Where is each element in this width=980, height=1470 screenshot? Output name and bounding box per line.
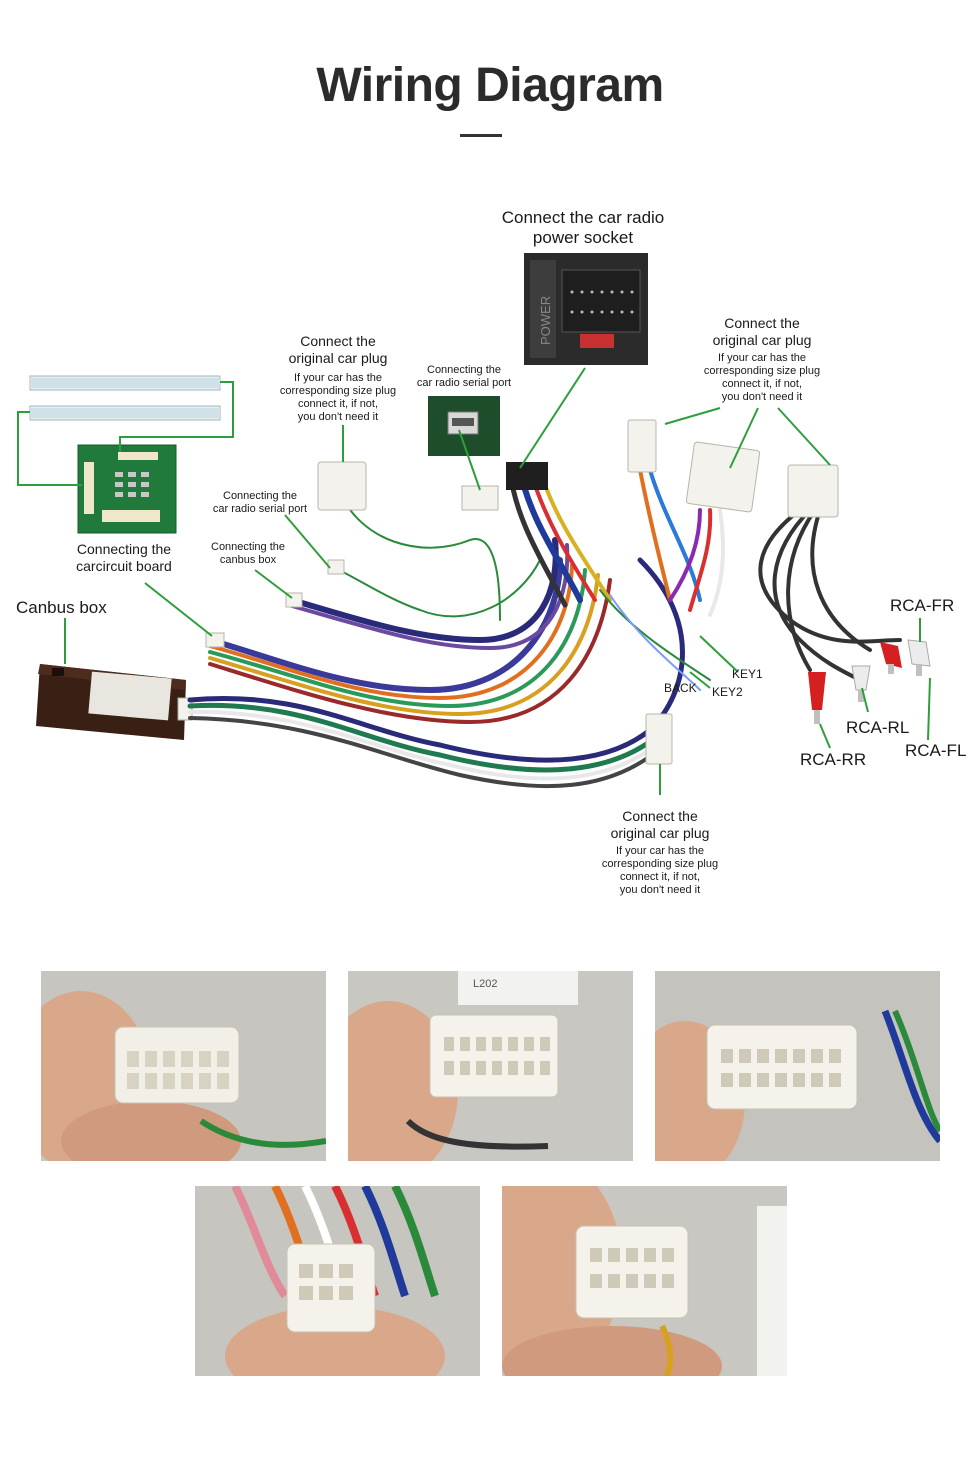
label-back: BACK — [664, 681, 697, 695]
note-original-plug-bottom: If your car has the corresponding size p… — [601, 845, 719, 896]
power-socket-icon: POWER — [524, 253, 648, 365]
label-original-plug-right: Connect the original car plug — [712, 315, 812, 348]
label-carcircuit-board: Connecting the carcircuit board — [76, 541, 172, 574]
power-plug-icon — [506, 462, 548, 490]
white-connector-icon — [205, 419, 839, 765]
label-serial-port-top: Connecting the car radio serial port — [416, 364, 512, 389]
canbus-box-icon — [36, 664, 193, 740]
label-original-plug-bottom: Connect the original car plug — [610, 808, 710, 841]
label-power-socket: Connect the car radio power socket — [501, 208, 665, 248]
circuit-board-icon — [77, 444, 177, 534]
note-original-plug-left: If your car has the corresponding size p… — [279, 372, 397, 423]
label-original-plug-left: Connect the original car plug — [288, 333, 388, 366]
connector-photo-5 — [502, 1186, 787, 1376]
label-key2: KEY2 — [712, 685, 743, 699]
note-original-plug-right: If your car has the corresponding size p… — [703, 352, 821, 403]
page-title: Wiring Diagram — [316, 59, 664, 112]
svg-text:L202: L202 — [473, 978, 497, 990]
label-rca-fr: RCA-FR — [890, 596, 955, 615]
label-rca-rl: RCA-RL — [846, 718, 910, 737]
rca-plug-icon — [808, 639, 931, 724]
label-rca-fl: RCA-FL — [905, 741, 967, 760]
connector-photo-3 — [655, 971, 940, 1161]
title-underline — [460, 134, 502, 137]
ribbon-cable-icon — [29, 375, 221, 421]
wiring-diagram-illustration: POWER — [17, 253, 931, 795]
label-serial-port-left: Connecting the car radio serial port — [212, 490, 308, 515]
svg-text:POWER: POWER — [538, 296, 553, 345]
leader-line — [17, 367, 931, 795]
label-key1: KEY1 — [732, 667, 763, 681]
wire-harness-icon — [187, 467, 902, 789]
label-canbus-box-connector: Connecting the canbus box — [211, 541, 285, 566]
connector-photo-1 — [41, 971, 326, 1161]
connector-photo-2: L202 — [348, 971, 633, 1161]
label-rca-rr: RCA-RR — [800, 750, 867, 769]
connector-photo-4 — [195, 1186, 480, 1376]
label-canbus-box: Canbus box — [16, 598, 107, 617]
